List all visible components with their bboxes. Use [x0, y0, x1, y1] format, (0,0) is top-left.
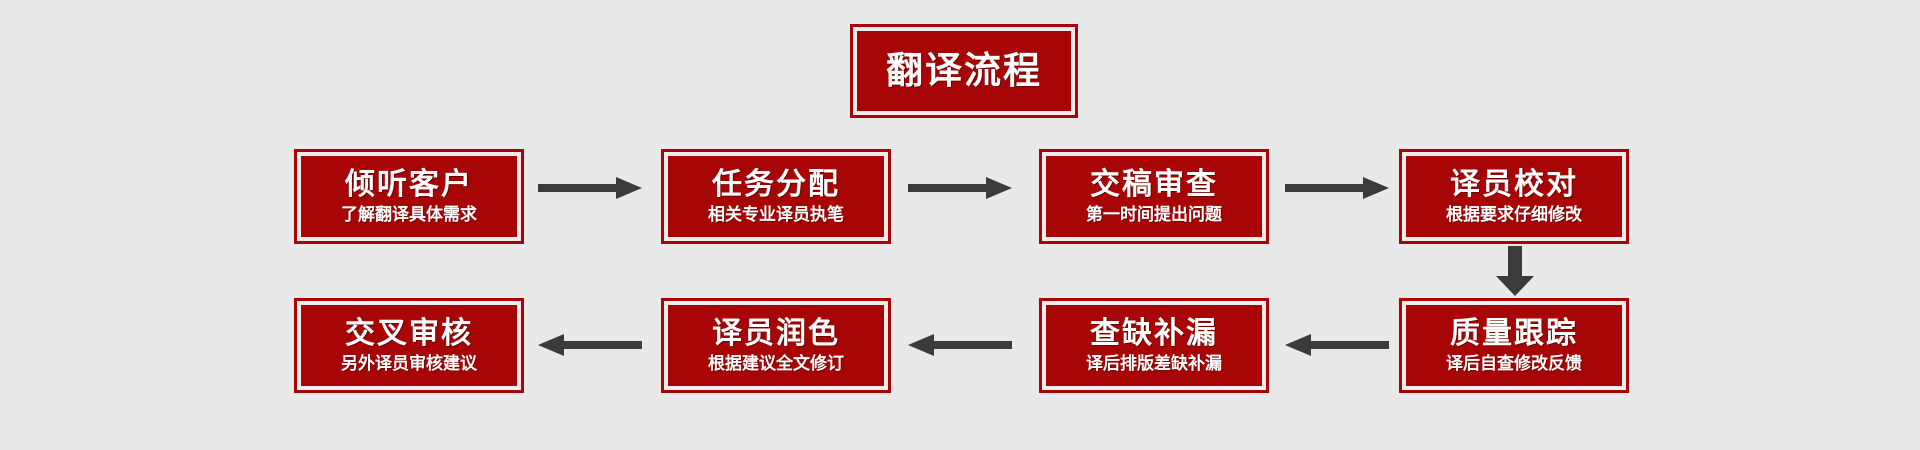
- arrow-down-icon-1: [1494, 246, 1536, 296]
- flow-step-4[interactable]: 译员校对 根据要求仔细修改: [1399, 149, 1629, 244]
- arrow-right-icon-2: [908, 175, 1012, 201]
- arrow-right-icon-3: [1285, 175, 1389, 201]
- diagram-title-inner: 翻译流程: [853, 27, 1075, 115]
- diagram-title-text: 翻译流程: [886, 49, 1042, 91]
- flow-step-5-title: 质量跟踪: [1450, 316, 1578, 350]
- flow-step-8-subtitle: 另外译员审核建议: [341, 354, 477, 374]
- flow-step-8-title: 交叉审核: [345, 316, 473, 350]
- flow-step-1-subtitle: 了解翻译具体需求: [341, 205, 477, 225]
- flow-step-1[interactable]: 倾听客户 了解翻译具体需求: [294, 149, 524, 244]
- flow-step-4-title: 译员校对: [1450, 167, 1578, 201]
- flow-step-5-subtitle: 译后自查修改反馈: [1446, 354, 1582, 374]
- arrow-left-icon-3: [538, 332, 642, 358]
- flow-step-7-inner: 译员润色 根据建议全文修订: [664, 301, 888, 390]
- diagram-title-box: 翻译流程: [850, 24, 1078, 118]
- flow-step-3[interactable]: 交稿审查 第一时间提出问题: [1039, 149, 1269, 244]
- arrow-right-icon-1: [538, 175, 642, 201]
- flow-step-2[interactable]: 任务分配 相关专业译员执笔: [661, 149, 891, 244]
- flow-step-2-inner: 任务分配 相关专业译员执笔: [664, 152, 888, 241]
- flow-step-7[interactable]: 译员润色 根据建议全文修订: [661, 298, 891, 393]
- flow-step-4-subtitle: 根据要求仔细修改: [1446, 205, 1582, 225]
- flow-step-2-subtitle: 相关专业译员执笔: [708, 205, 844, 225]
- flow-step-5-inner: 质量跟踪 译后自查修改反馈: [1402, 301, 1626, 390]
- flow-step-2-title: 任务分配: [712, 167, 840, 201]
- flow-step-8-inner: 交叉审核 另外译员审核建议: [297, 301, 521, 390]
- flow-step-7-title: 译员润色: [712, 316, 840, 350]
- flow-step-6[interactable]: 查缺补漏 译后排版差缺补漏: [1039, 298, 1269, 393]
- flow-step-3-title: 交稿审查: [1090, 167, 1218, 201]
- flow-step-4-inner: 译员校对 根据要求仔细修改: [1402, 152, 1626, 241]
- flow-step-7-subtitle: 根据建议全文修订: [708, 354, 844, 374]
- flow-step-5[interactable]: 质量跟踪 译后自查修改反馈: [1399, 298, 1629, 393]
- flow-step-6-subtitle: 译后排版差缺补漏: [1086, 354, 1222, 374]
- flow-step-1-inner: 倾听客户 了解翻译具体需求: [297, 152, 521, 241]
- flow-step-8[interactable]: 交叉审核 另外译员审核建议: [294, 298, 524, 393]
- flow-step-6-title: 查缺补漏: [1090, 316, 1218, 350]
- flow-step-6-inner: 查缺补漏 译后排版差缺补漏: [1042, 301, 1266, 390]
- arrow-left-icon-1: [1285, 332, 1389, 358]
- flow-step-3-inner: 交稿审查 第一时间提出问题: [1042, 152, 1266, 241]
- flow-step-3-subtitle: 第一时间提出问题: [1086, 205, 1222, 225]
- flow-step-1-title: 倾听客户: [345, 167, 473, 201]
- arrow-left-icon-2: [908, 332, 1012, 358]
